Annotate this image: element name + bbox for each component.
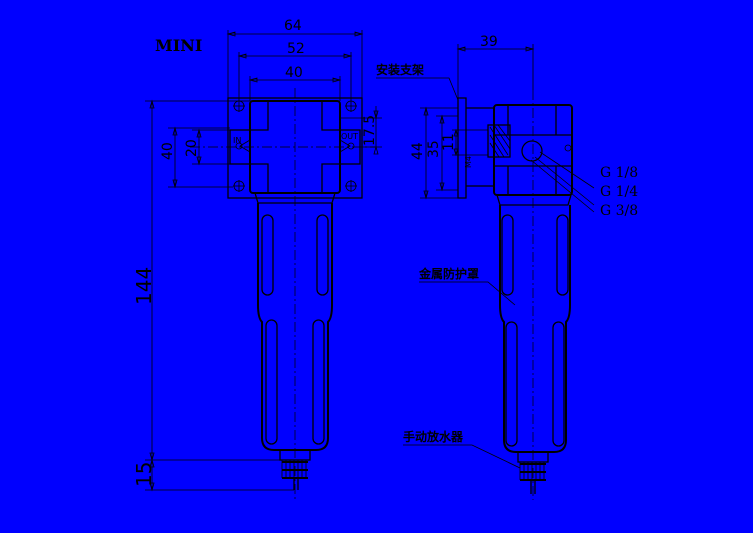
flow-arrows [239,139,351,153]
thread-g-1-4: G 1/4 [600,184,638,200]
dim-height-40: 40 [160,142,176,160]
thread-port [521,140,543,162]
drain-collar [279,449,311,461]
leader-thread-3 [530,159,595,213]
port-hatch [489,124,511,158]
dim-side-m4: M4 [464,156,473,168]
side-neck [496,194,572,206]
annotations: 安装支架 G 1/8 G 1/4 G 3/8 金属防护罩 手动放水器 [376,62,638,469]
guard-slot [261,214,274,296]
dim-width-52: 52 [287,41,305,57]
label-guard: 金属防护罩 [418,266,479,281]
inlet-label: IN [233,136,241,145]
bolt-holes [233,100,357,192]
guard-slot [316,214,329,296]
side-dimensions: 39 44 35 11 M4 [410,34,535,200]
outlet-label: OUT [341,132,358,141]
side-view [457,90,573,500]
dim-depth-39: 39 [480,34,498,50]
dim-body-144: 144 [132,267,156,305]
leader-drain [403,444,521,469]
drawing-title: MINI [155,36,202,55]
leader-bracket [376,77,459,101]
guard-slot [505,321,518,447]
leader-thread-2 [534,156,595,206]
leader-thread-1 [539,151,595,189]
dim-drain-15: 15 [132,462,156,487]
cross-channels [250,101,340,193]
side-bowl-guard [499,205,571,453]
dim-port-17-5: 17.5 [362,115,378,146]
guard-slot [265,319,278,445]
drain-valve [282,461,308,479]
guard-slot [556,214,569,296]
label-drain: 手动放水器 [403,429,464,444]
thread-g-1-8: G 1/8 [600,165,638,181]
dim-port-20: 20 [184,139,200,157]
guard-slot [312,319,325,445]
guard-slot [552,321,565,447]
side-drain-collar [517,451,549,463]
mounting-bracket [457,97,467,199]
side-drain-valve [520,463,546,481]
front-dimensions: 64 52 40 144 40 20 17.5 [132,18,382,492]
dim-width-40: 40 [285,65,303,81]
dim-side-35: 35 [426,140,442,158]
dim-side-44: 44 [410,142,426,160]
dim-width-64: 64 [284,18,302,34]
guard-slot [501,214,514,296]
leader-guard [419,281,516,306]
label-bracket: 安装支架 [376,62,424,77]
front-view: IN OUT [190,88,375,500]
dim-side-11: 11 [441,133,457,151]
bowl-neck [254,192,336,204]
thread-g-3-8: G 3/8 [600,203,638,219]
